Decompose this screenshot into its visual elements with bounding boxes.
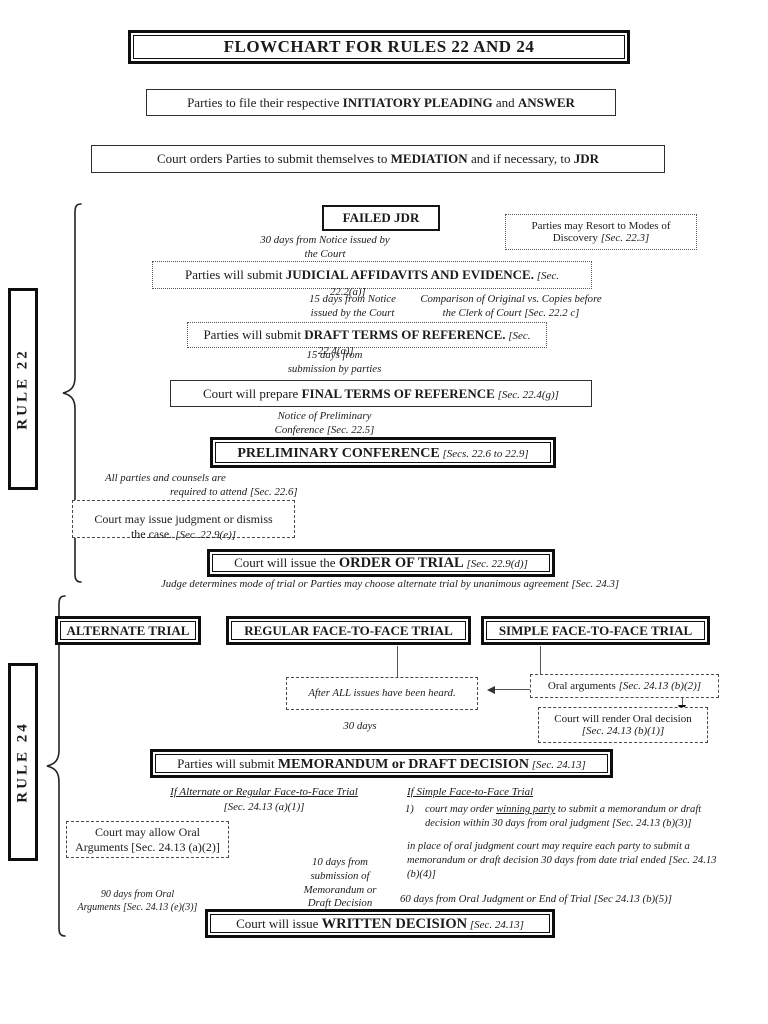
alternate-trial-box: ALTERNATE TRIAL — [55, 616, 201, 645]
note-comparison-original-copies: Comparison of Original vs. Copies before… — [420, 293, 602, 319]
initiatory-text: Parties to file their respective INITIAT… — [187, 94, 575, 110]
mediation-text: Court orders Parties to submit themselve… — [157, 151, 599, 166]
connector-oral-to-afterall — [495, 689, 530, 691]
after-all-issues-box: After ALL issues have been heard. — [286, 677, 478, 710]
written-decision-text: Court will issue WRITTEN DECISION [Sec. … — [236, 915, 524, 932]
simple-trial-text: SIMPLE FACE-TO-FACE TRIAL — [498, 622, 693, 638]
judgment-dismiss-text: Court may issue judgment or dismiss the … — [94, 511, 273, 541]
right-item-1: 1) court may order winning party to subm… — [405, 803, 717, 831]
note-60-days: 60 days from Oral Judgment or End of Tri… — [400, 893, 672, 905]
rule24-label: RULE 24 — [14, 721, 31, 803]
preliminary-conference-box: PRELIMINARY CONFERENCE [Secs. 22.6 to 22… — [210, 437, 556, 468]
draft-terms-box: Parties will submit DRAFT TERMS OF REFER… — [187, 322, 547, 348]
arrow-left-icon — [487, 686, 495, 694]
page-title: FLOWCHART FOR RULES 22 AND 24 — [223, 37, 535, 56]
oral-decision-text: Court will render Oral decision [Sec. 24… — [554, 713, 692, 737]
preliminary-conference-text: PRELIMINARY CONFERENCE [Secs. 22.6 to 22… — [237, 445, 529, 461]
note-judge-determines: Judge determines mode of trial or Partie… — [160, 578, 620, 590]
right-item-2: in place of oral judgment court may requ… — [407, 841, 717, 880]
judgment-dismiss-box: Court may issue judgment or dismiss the … — [72, 500, 295, 541]
alternate-trial-text: ALTERNATE TRIAL — [66, 622, 190, 638]
item1-number: 1) — [405, 804, 414, 815]
memorandum-text: Parties will submit MEMORANDUM or DRAFT … — [177, 755, 586, 772]
after-all-issues-text: After ALL issues have been heard. — [308, 686, 456, 699]
connector-oral-down — [682, 698, 684, 706]
failed-jdr-text: FAILED JDR — [342, 210, 420, 225]
oral-arguments-allow-text: Court may allow Oral Arguments [Sec. 24.… — [75, 824, 220, 854]
note-10-days: 10 days from submission of Memorandum or… — [303, 856, 377, 910]
failed-jdr-box: FAILED JDR — [322, 205, 440, 231]
regular-trial-text: REGULAR FACE-TO-FACE TRIAL — [244, 622, 453, 638]
note-30-days: 30 days — [343, 720, 377, 732]
rule24-brace — [44, 594, 68, 938]
mediation-box: Court orders Parties to submit themselve… — [91, 145, 665, 173]
simple-trial-box: SIMPLE FACE-TO-FACE TRIAL — [481, 616, 710, 645]
discovery-text: Parties may Resort to Modes of Discovery… — [531, 220, 671, 244]
item1-text: court may order winning party to submit … — [425, 804, 702, 829]
judicial-affidavits-box: Parties will submit JUDICIAL AFFIDAVITS … — [152, 261, 592, 289]
written-decision-box: Court will issue WRITTEN DECISION [Sec. … — [205, 909, 555, 938]
note-all-parties-line1: All parties and counsels are — [105, 472, 226, 484]
final-terms-box: Court will prepare FINAL TERMS OF REFERE… — [170, 380, 592, 407]
draft-terms-text: Parties will submit DRAFT TERMS OF REFER… — [203, 327, 531, 342]
final-terms-text: Court will prepare FINAL TERMS OF REFERE… — [203, 385, 559, 401]
rule24-label-box: RULE 24 — [8, 663, 38, 861]
note-15-days-submission: 15 days from submission by parties — [287, 349, 382, 375]
note-all-parties: All parties and counsels are required to… — [105, 472, 345, 500]
oral-arguments-allow-box: Court may allow Oral Arguments [Sec. 24.… — [66, 821, 229, 858]
rule22-label: RULE 22 — [14, 348, 31, 430]
draft-terms-ref-wrap: 22.4(a)] — [318, 345, 354, 357]
note-90-days: 90 days from Oral Arguments [Sec. 24.13 … — [77, 889, 198, 913]
left-column-heading: If Alternate or Regular Face-to-Face Tri… — [170, 786, 358, 798]
oral-arguments-text: Oral arguments [Sec. 24.13 (b)(2)] — [547, 680, 702, 692]
left-column-ref: [Sec. 24.13 (a)(1)] — [223, 801, 305, 813]
order-of-trial-box: Court will issue the ORDER OF TRIAL [Sec… — [207, 549, 555, 577]
note-preliminary-conference: Notice of Preliminary Conference [Sec. 2… — [274, 410, 375, 436]
oral-arguments-box: Oral arguments [Sec. 24.13 (b)(2)] — [530, 674, 719, 698]
note-all-parties-line2: required to attend [Sec. 22.6] — [170, 485, 298, 498]
note-15-days-notice: 15 days from Notice issued by the Court — [309, 293, 396, 319]
judicial-affidavits-text: Parties will submit JUDICIAL AFFIDAVITS … — [184, 267, 560, 282]
note-30-days-from-notice: 30 days from Notice issued by the Court — [260, 234, 390, 260]
title-box: FLOWCHART FOR RULES 22 AND 24 — [128, 30, 630, 64]
rule22-brace — [60, 202, 84, 584]
regular-trial-box: REGULAR FACE-TO-FACE TRIAL — [226, 616, 471, 645]
memorandum-box: Parties will submit MEMORANDUM or DRAFT … — [150, 749, 613, 778]
oral-decision-box: Court will render Oral decision [Sec. 24… — [538, 707, 708, 743]
rule22-label-box: RULE 22 — [8, 288, 38, 490]
initiatory-pleading-box: Parties to file their respective INITIAT… — [146, 89, 616, 116]
right-column-heading: If Simple Face-to-Face Trial — [407, 786, 534, 798]
judicial-ref-wrap: 22.2(a)] — [330, 286, 366, 298]
connector-regular-down — [397, 646, 399, 678]
connector-simple-down — [540, 646, 542, 675]
order-of-trial-text: Court will issue the ORDER OF TRIAL [Sec… — [234, 555, 528, 571]
modes-of-discovery-box: Parties may Resort to Modes of Discovery… — [505, 214, 697, 250]
